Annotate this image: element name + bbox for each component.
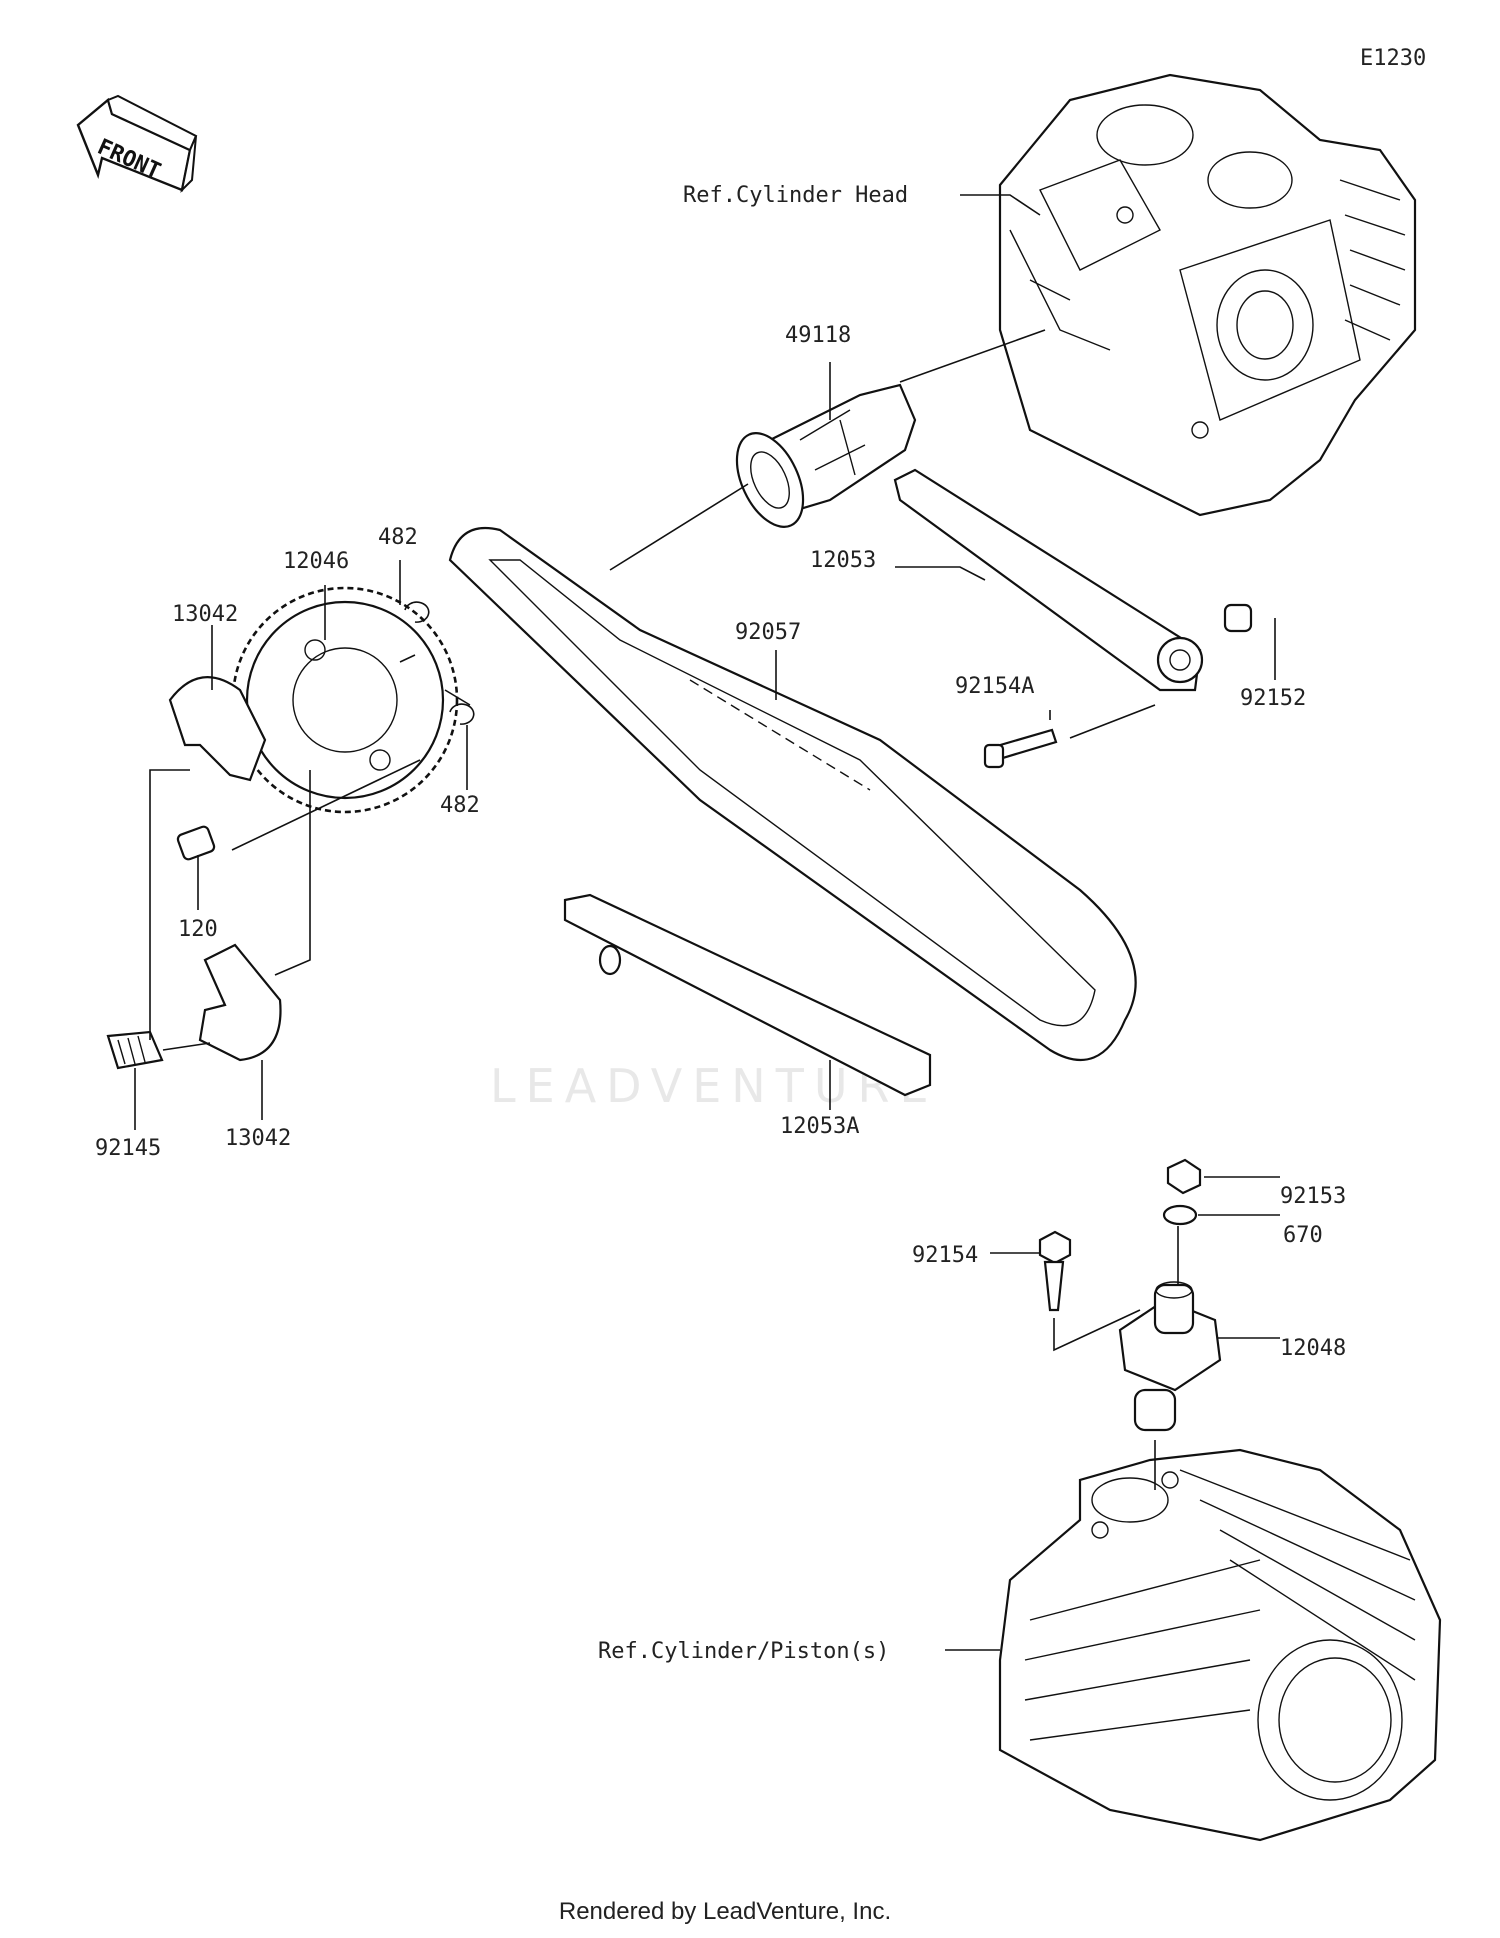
circlip-bottom — [449, 703, 475, 725]
part-label-92154: 92154 — [912, 1243, 978, 1268]
part-label-49118: 49118 — [785, 323, 851, 348]
bolt-92154 — [1038, 1230, 1072, 1312]
circlip-top — [404, 601, 430, 623]
diagram-code: E1230 — [1360, 46, 1427, 71]
weight-top — [168, 676, 267, 782]
part-label-670: 670 — [1283, 1223, 1323, 1248]
bolt-92154A — [983, 728, 1058, 769]
cam-sprocket — [231, 586, 459, 814]
ref-cylinder-piston-label: Ref.Cylinder/Piston(s) — [598, 1639, 889, 1664]
cap-nut-92153 — [1166, 1158, 1202, 1195]
part-label-92057: 92057 — [735, 620, 801, 645]
part-label-482-bottom: 482 — [440, 793, 480, 818]
part-label-482-top: 482 — [378, 525, 418, 550]
part-label-92154A: 92154A — [955, 674, 1034, 699]
footer-credit: Rendered by LeadVenture, Inc. — [558, 1898, 892, 1925]
spring-92145 — [106, 1030, 164, 1070]
front-arrow-icon: FRONT — [76, 94, 198, 194]
chain-guide-lower — [563, 893, 932, 1097]
leader-lines — [134, 194, 1280, 1651]
o-ring-670 — [1162, 1204, 1198, 1226]
chain-guide-upper — [893, 468, 1204, 692]
chain-tensioner — [1118, 1281, 1222, 1432]
part-label-13042-top: 13042 — [172, 602, 238, 627]
collar-92152 — [1223, 603, 1253, 633]
part-label-92152: 92152 — [1240, 686, 1306, 711]
camshaft — [735, 383, 917, 528]
part-label-12046: 12046 — [283, 549, 349, 574]
part-label-12053: 12053 — [810, 548, 876, 573]
part-label-12048: 12048 — [1280, 1336, 1346, 1361]
part-label-120: 120 — [178, 917, 218, 942]
bolt-120 — [176, 825, 216, 861]
cylinder — [998, 1448, 1442, 1842]
cylinder-head — [998, 73, 1417, 517]
part-label-12053A: 12053A — [780, 1114, 859, 1139]
ref-cylinder-head-label: Ref.Cylinder Head — [683, 183, 908, 208]
part-label-92153: 92153 — [1280, 1184, 1346, 1209]
weight-bottom — [198, 943, 282, 1062]
part-label-92145: 92145 — [95, 1136, 161, 1161]
cam-chain — [448, 526, 1137, 1062]
part-label-13042-bottom: 13042 — [225, 1126, 291, 1151]
